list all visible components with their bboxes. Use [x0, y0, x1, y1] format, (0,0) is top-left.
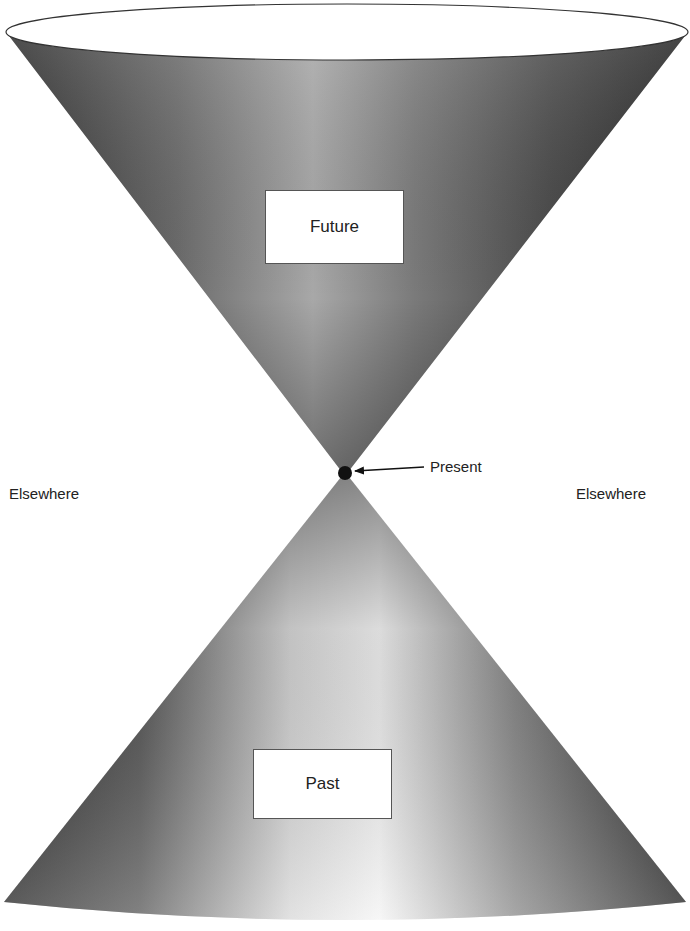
- past-cone: [4, 472, 686, 920]
- future-cone: [6, 4, 688, 476]
- region-name: Past: [305, 774, 339, 794]
- elsewhere-label: Elsewhere: [9, 485, 79, 503]
- future-cone-shade: [6, 32, 688, 476]
- present-point: [338, 466, 352, 480]
- elsewhere-label: Elsewhere: [576, 485, 646, 503]
- region-name: Future: [310, 217, 359, 237]
- region-box: Past: [253, 749, 392, 819]
- present-label: Present: [430, 458, 482, 476]
- past-cone-body: [4, 472, 686, 920]
- present-pointer: [355, 467, 424, 471]
- future-cone-rim: [6, 4, 688, 60]
- past-cone-shade: [4, 472, 686, 920]
- region-box: Future: [265, 190, 404, 264]
- future-cone-body: [6, 32, 688, 476]
